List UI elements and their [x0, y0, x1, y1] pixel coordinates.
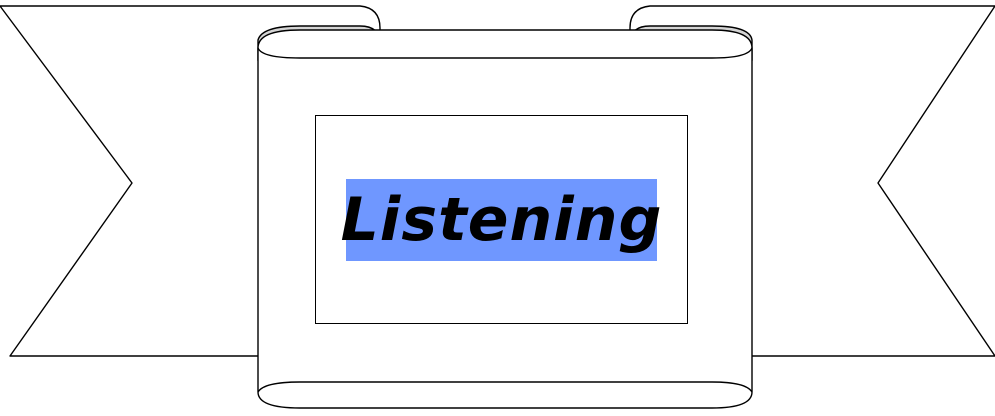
banner-title: Listening: [346, 179, 657, 261]
